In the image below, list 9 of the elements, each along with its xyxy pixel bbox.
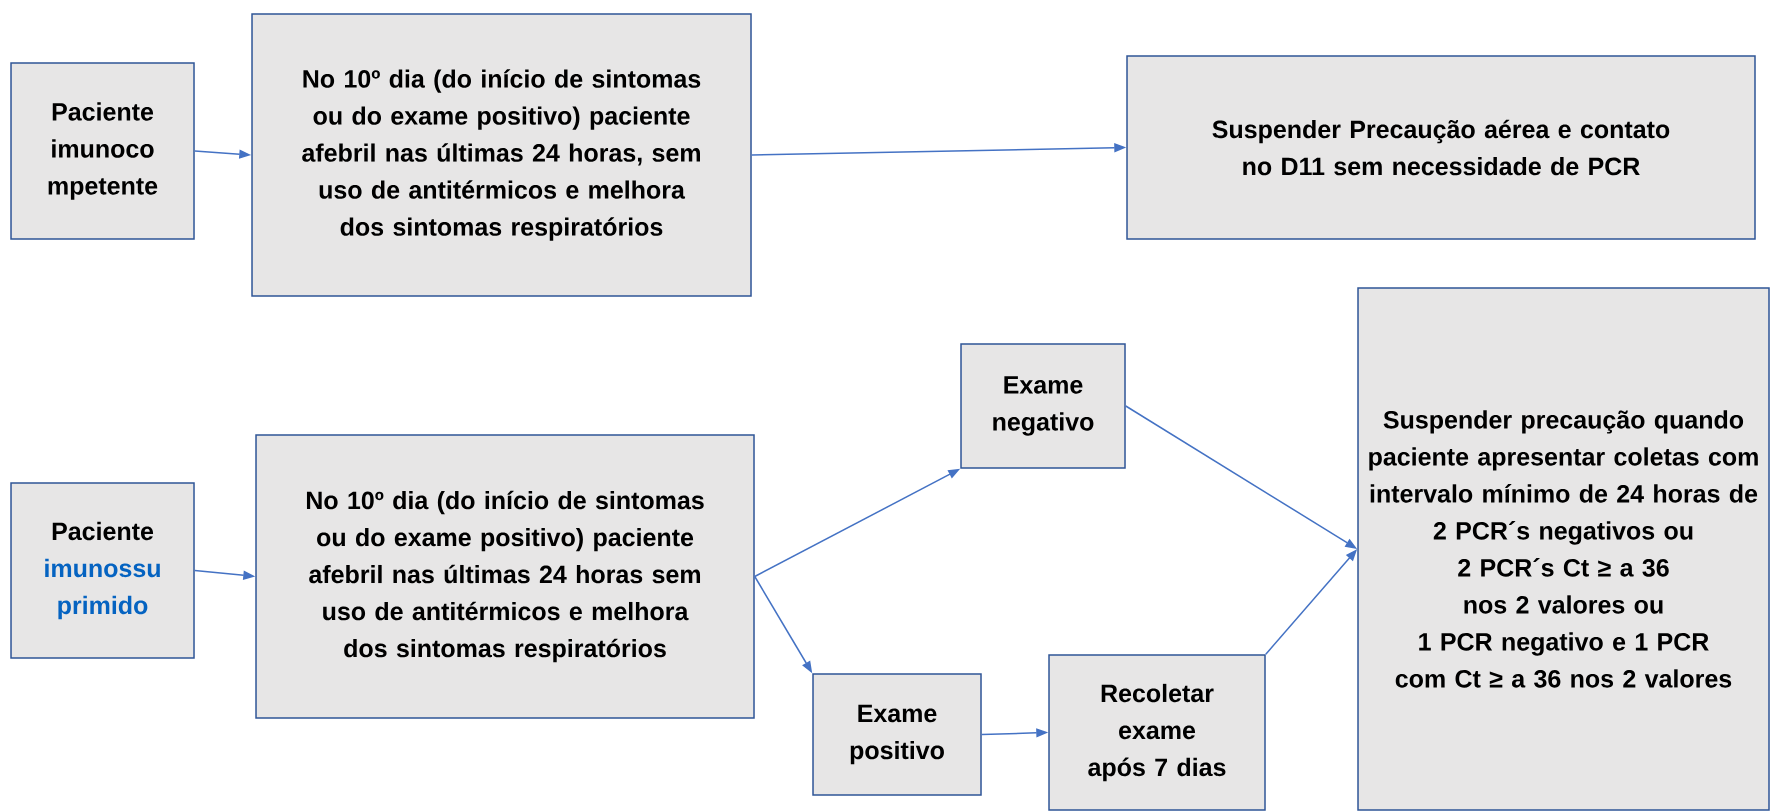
process-box: No 10º dia (do início de sintomas ou do exame positivo) paciente afebril nas últimas 24 horas sem uso de antitérmicos e melhora dos sintomas respiratórios xyxy=(255,434,755,719)
process-box: Paciente imunossu primido xyxy=(10,482,195,659)
process-box: Paciente imunoco mpetente xyxy=(10,62,195,240)
process-box: Suspender precaução quando paciente apresentar coletas com intervalo mínimo de 24 horas de 2 PCR´s negativos ou 2 PCR´s Ct ≥ a 36 nos 2 valores ou 1 PCR negativo e 1 PCR com Ct ≥ a 36 nos 2 valores xyxy=(1357,287,1770,811)
process-box: Exame positivo xyxy=(812,673,982,796)
process-box: No 10º dia (do início de sintomas ou do exame positivo) paciente afebril nas últimas 24 horas, sem uso de antitérmicos e melhora dos sintomas respiratórios xyxy=(251,13,752,297)
process-box: Suspender Precaução aérea e contato no D11 sem necessidade de PCR xyxy=(1126,55,1756,240)
process-box: Exame negativo xyxy=(960,343,1126,469)
process-box: Recoletar exame após 7 dias xyxy=(1048,654,1266,811)
